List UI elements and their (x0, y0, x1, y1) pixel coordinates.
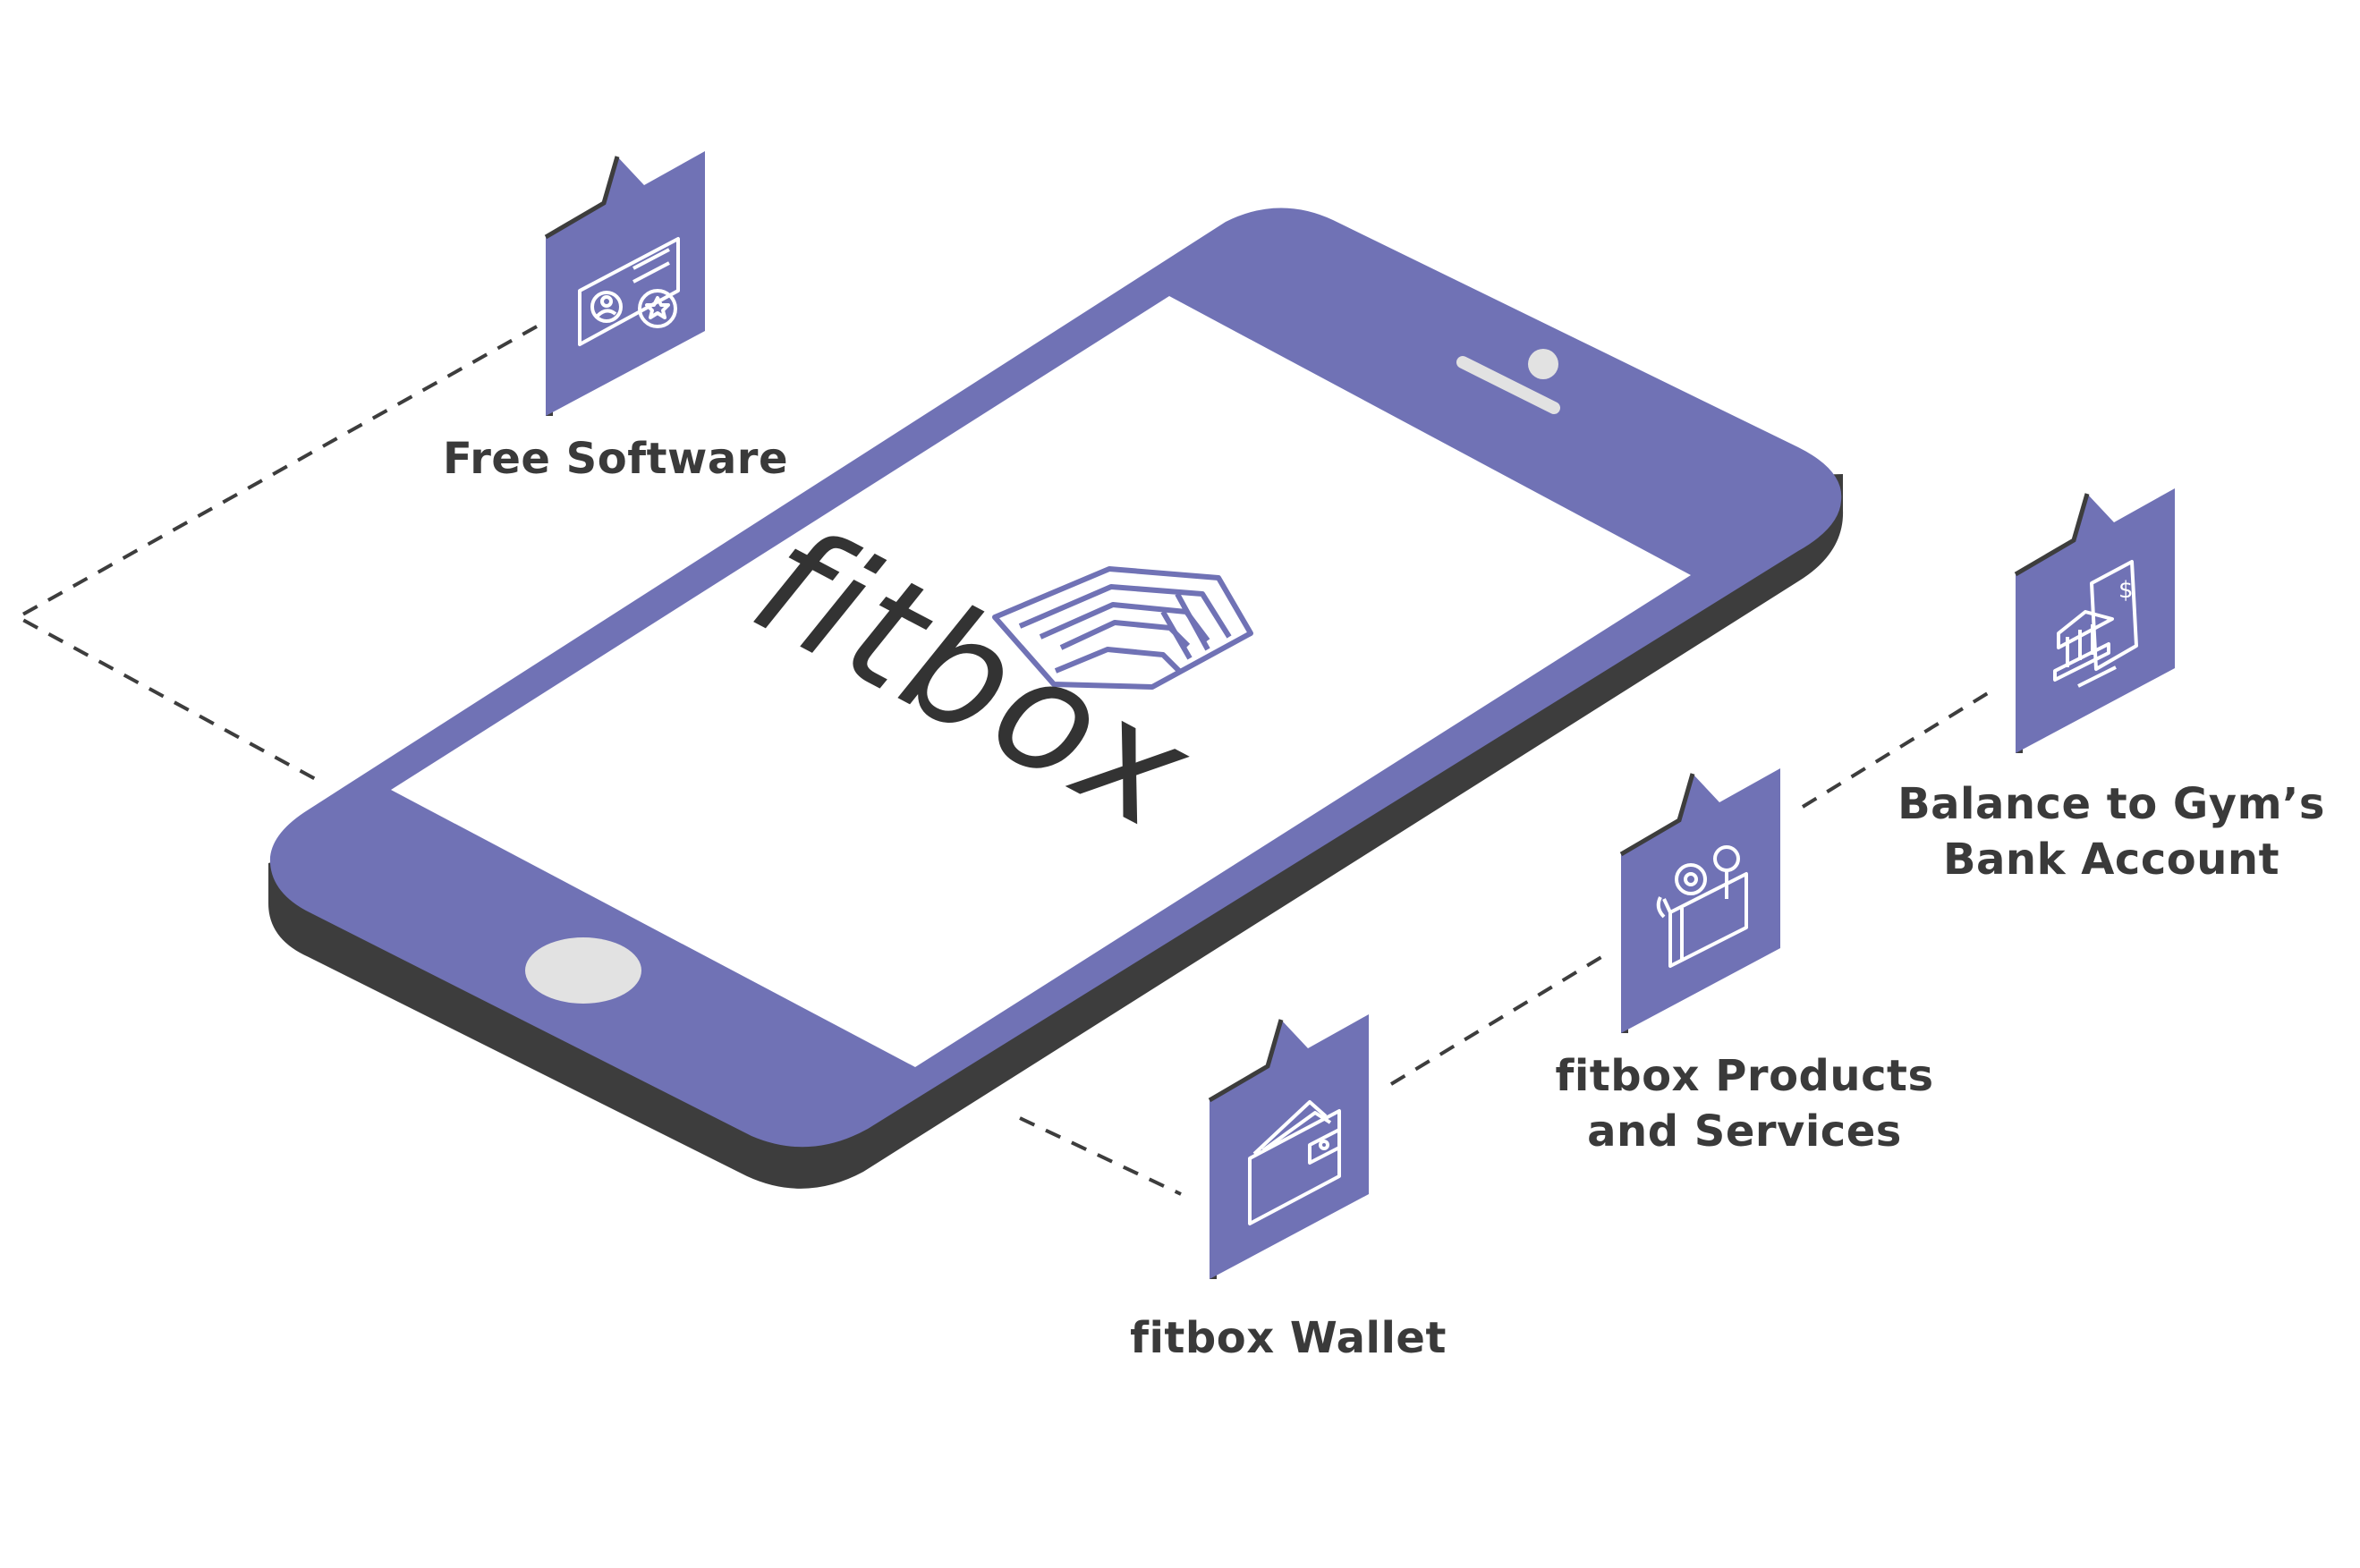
home-button[interactable] (525, 937, 641, 1004)
phone-speaker (1456, 356, 1560, 414)
connector-bank (1801, 687, 1997, 809)
label-bank-account: Balance to Gym’s Bank Account (1897, 779, 2325, 885)
tag-bank: $ (2014, 488, 2175, 753)
tag-face (546, 151, 705, 416)
phone-screen (391, 296, 1691, 1067)
tag-wallet (1208, 1014, 1369, 1279)
phone-camera (1528, 349, 1558, 379)
connector-wallet (1019, 1116, 1182, 1196)
label-wallet: fitbox Wallet (1130, 1313, 1447, 1363)
tag-face (1210, 1014, 1369, 1279)
label-products-services: fitbox Products and Services (1555, 1051, 1934, 1157)
id-card-icon (578, 237, 680, 346)
tag-products (1619, 768, 1780, 1033)
tag-outline (2014, 493, 2090, 577)
gift-box-icon (1656, 845, 1748, 968)
label-free-software: Free Software (442, 434, 789, 484)
tag-outline (1619, 773, 1695, 857)
svg-text:$: $ (2118, 577, 2134, 604)
connector-lines (13, 325, 1997, 1196)
tag-free-software (544, 151, 705, 416)
connector-products (1389, 955, 1603, 1086)
bank-invoice-icon: $ (2053, 560, 2138, 688)
fitbox-logo-icon (992, 566, 1253, 690)
wallet-icon (1248, 1100, 1341, 1225)
smartphone: fitbox (268, 208, 1844, 1189)
tag-face (1621, 768, 1780, 1033)
tag-outline (1208, 1019, 1284, 1103)
tag-outline (544, 156, 620, 240)
